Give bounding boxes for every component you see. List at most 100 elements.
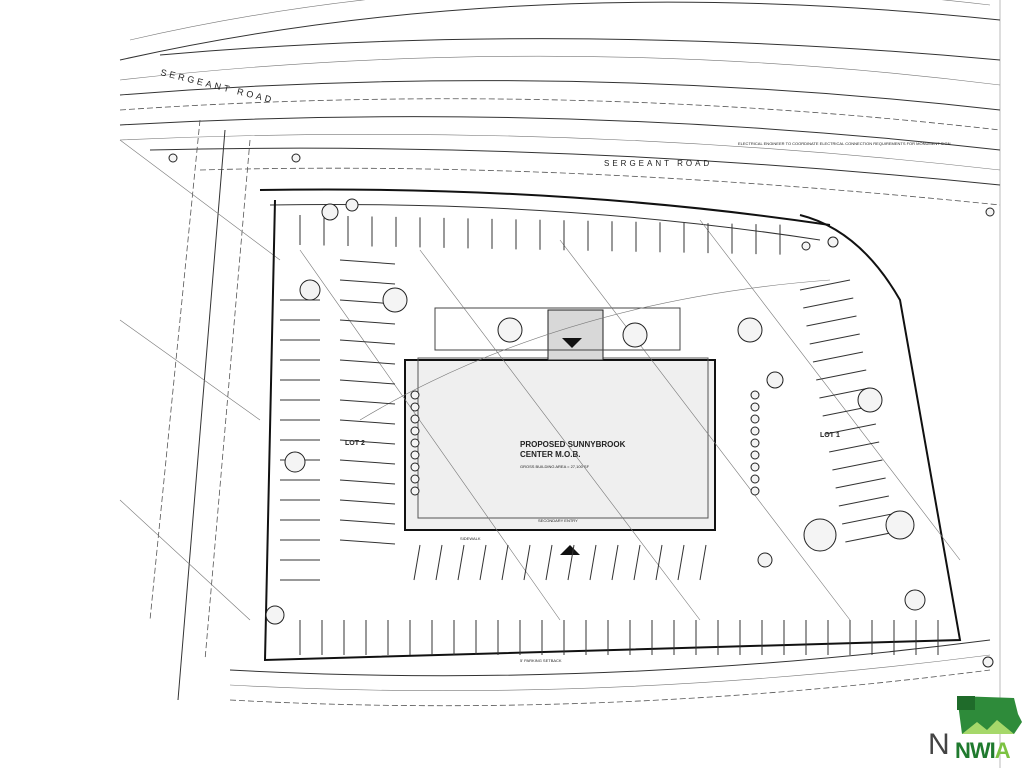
- main-entry-canopy: [547, 309, 604, 361]
- tree-symbol: [265, 605, 285, 625]
- parking-stall-line: [655, 544, 663, 581]
- parking-stall-line: [339, 279, 396, 285]
- parking-stall-line: [339, 259, 396, 265]
- parking-stall-line: [339, 339, 396, 345]
- parking-stalls: [280, 215, 939, 655]
- contour-lines: [299, 219, 961, 621]
- shrub-symbol: [410, 426, 420, 436]
- parking-stall-line: [339, 459, 396, 465]
- north-arrow-letter: N: [928, 728, 950, 761]
- parking-stall-line: [838, 495, 889, 507]
- shrub-symbol: [410, 414, 420, 424]
- tree-symbol: [622, 322, 648, 348]
- parking-stall-line: [457, 544, 465, 581]
- parking-stall-line: [845, 531, 896, 543]
- parking-stall-line: [832, 459, 883, 471]
- parking-stall-line: [501, 544, 509, 581]
- tree-symbol: [885, 510, 915, 540]
- shrub-symbol: [750, 462, 760, 472]
- parking-stall-line: [339, 439, 396, 445]
- tree-symbol: [982, 656, 994, 668]
- tree-symbol: [857, 387, 883, 413]
- parking-stall-line: [413, 544, 421, 581]
- tree-symbol: [803, 518, 837, 552]
- parking-stall-line: [339, 359, 396, 365]
- tree-symbol: [801, 241, 811, 251]
- parking-stall-line: [339, 519, 396, 525]
- building-title-2: CENTER M.O.B.: [520, 450, 580, 459]
- parking-stall-line: [699, 544, 707, 581]
- shrub-symbol: [410, 462, 420, 472]
- tree-symbol: [737, 317, 763, 343]
- parking-stall-line: [589, 544, 597, 581]
- shrub-symbol: [750, 438, 760, 448]
- property-boundary: [263, 199, 962, 662]
- parking-stall-line: [806, 315, 857, 327]
- logo-text-light: A: [994, 738, 1011, 763]
- shrub-symbol: [750, 474, 760, 484]
- lot-2-label: LOT 2: [345, 440, 365, 447]
- sidewalk-label: SIDEWALK: [460, 536, 481, 541]
- parking-stall-line: [803, 297, 854, 309]
- parking-stall-line: [809, 333, 860, 345]
- tree-symbol: [345, 198, 359, 212]
- parking-stall-line: [611, 544, 619, 581]
- parking-stall-line: [435, 544, 443, 581]
- parking-stall-line: [339, 319, 396, 325]
- tree-symbol: [985, 207, 995, 217]
- road-label-lower: SERGEANT ROAD: [604, 159, 712, 168]
- tree-symbol: [382, 287, 408, 313]
- parking-stall-line: [829, 441, 880, 453]
- parking-stall-line: [339, 499, 396, 505]
- shrub-symbol: [750, 426, 760, 436]
- main-entry-marker: [562, 338, 582, 348]
- building-title-1: PROPOSED SUNNYBROOK: [520, 440, 626, 449]
- parking-stall-line: [677, 544, 685, 581]
- parking-stall-line: [339, 379, 396, 385]
- shrub-symbol: [750, 486, 760, 496]
- parking-stall-line: [633, 544, 641, 581]
- parking-stall-line: [567, 544, 575, 581]
- parking-stall-line: [339, 479, 396, 485]
- shrub-symbol: [410, 486, 420, 496]
- nwia-logo-text: NWIA: [955, 738, 1011, 764]
- logo-text-dark: NWI: [955, 738, 996, 763]
- landscape-trees: [168, 153, 995, 668]
- tree-symbol: [766, 371, 784, 389]
- parking-stall-line: [819, 387, 870, 399]
- parking-stall-line: [523, 544, 531, 581]
- parking-stall-line: [842, 513, 893, 525]
- shrub-symbol: [750, 390, 760, 400]
- shrub-symbol: [410, 450, 420, 460]
- shrub-symbol: [750, 450, 760, 460]
- parking-stall-line: [812, 351, 864, 363]
- shrub-symbol: [410, 390, 420, 400]
- tree-symbol: [291, 153, 301, 163]
- lot-1-label: LOT 1: [820, 432, 840, 439]
- shrub-symbol: [410, 438, 420, 448]
- parking-stall-line: [339, 419, 396, 425]
- secondary-entry-label: SECONDARY ENTRY: [538, 518, 578, 523]
- west-boundary: [119, 119, 281, 701]
- parking-stall-line: [799, 279, 851, 291]
- shrub-symbol: [410, 402, 420, 412]
- secondary-entry-marker: [560, 545, 580, 555]
- shrub-symbol: [410, 474, 420, 484]
- parking-stall-line: [825, 423, 877, 435]
- tree-symbol: [904, 589, 926, 611]
- shrub-symbol: [750, 414, 760, 424]
- parking-stall-line: [339, 399, 396, 405]
- tree-symbol: [827, 236, 839, 248]
- parking-stall-line: [816, 369, 867, 381]
- tree-symbol: [497, 317, 523, 343]
- south-road-line: [229, 639, 991, 677]
- parking-stall-line: [835, 477, 886, 489]
- tree-symbol: [168, 153, 178, 163]
- nwia-logo-icon: [957, 696, 1022, 734]
- shrub-symbol: [750, 402, 760, 412]
- parking-stall-line: [479, 544, 487, 581]
- proposed-building: [404, 359, 716, 531]
- electrical-note: ELECTRICAL ENGINEER TO COORDINATE ELECTR…: [738, 141, 951, 146]
- building-area-note: GROSS BUILDING AREA = 27,100 SF: [520, 464, 590, 469]
